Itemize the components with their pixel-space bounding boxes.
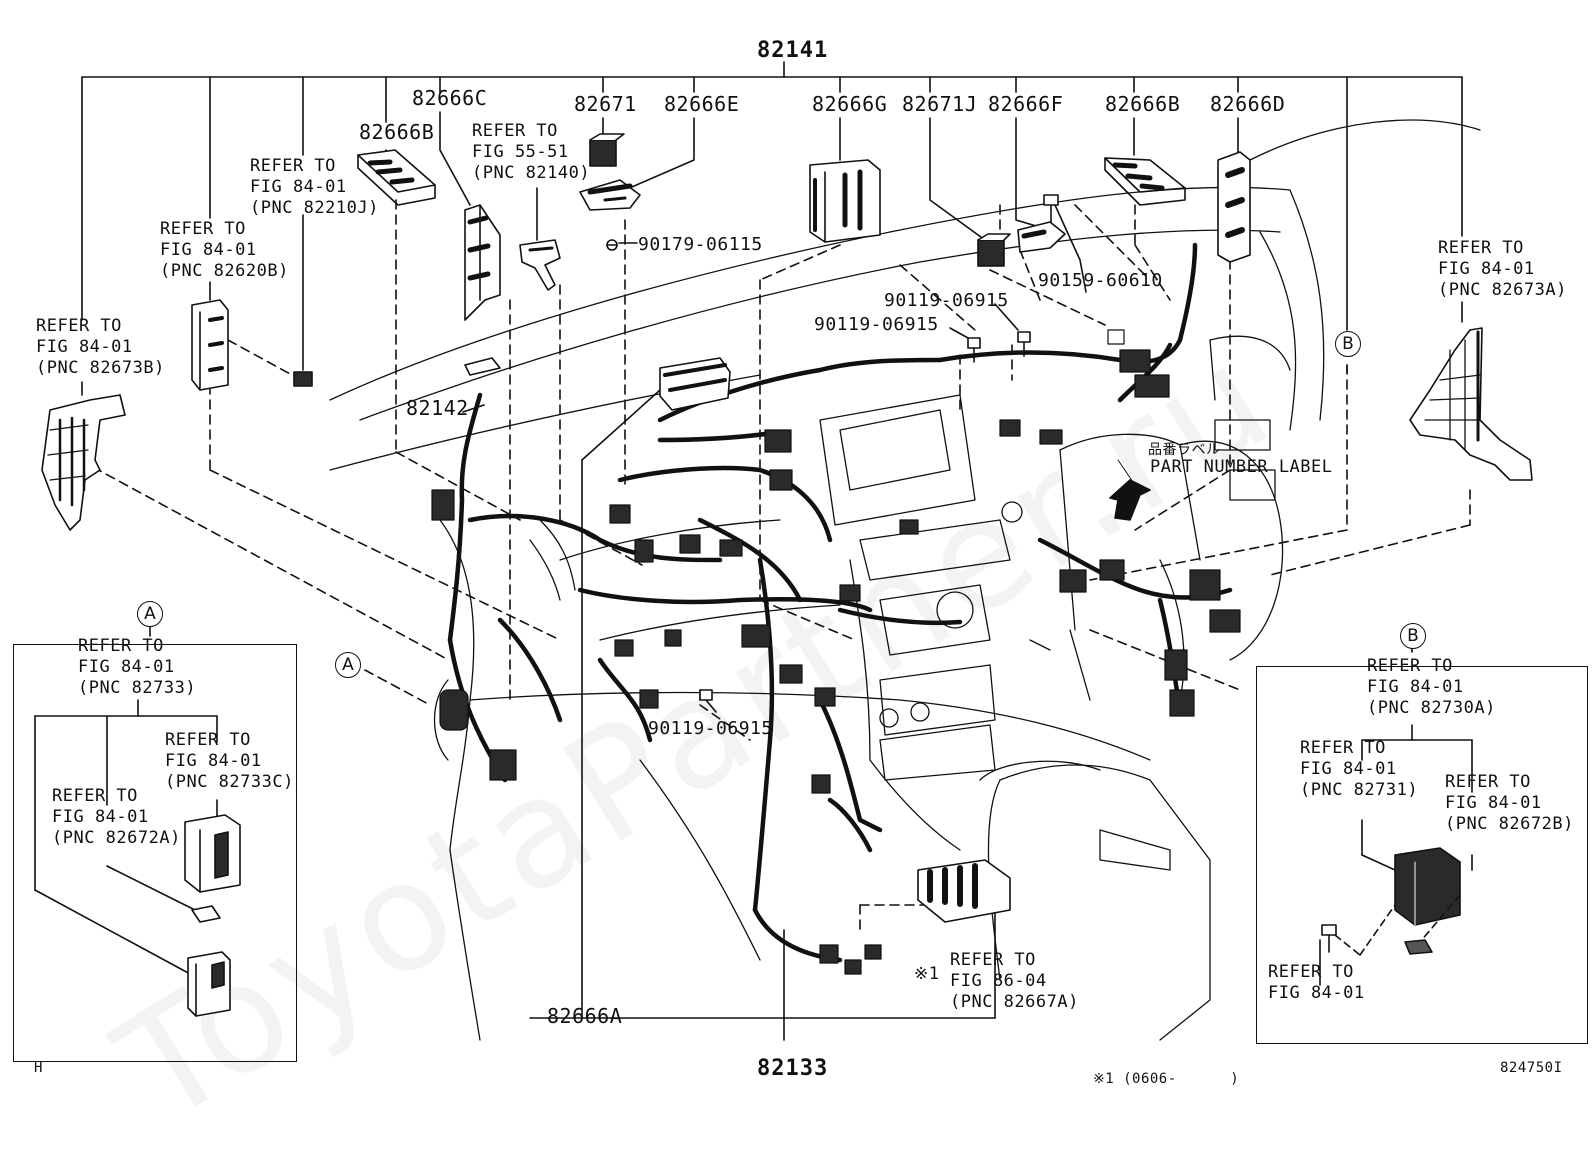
label-90119-06915-a: 90119-06915 xyxy=(884,290,1009,311)
inset-a-module xyxy=(184,814,241,893)
dashboard-outline xyxy=(329,119,1481,1041)
label-82666D: 82666D xyxy=(1210,92,1286,116)
label-82671J: 82671J xyxy=(902,92,978,116)
part-number-label-jp: 品番ラベル xyxy=(1148,442,1221,458)
fastener-90159 xyxy=(1043,194,1059,223)
refer-82620B[interactable]: REFER TO FIG 84-01 (PNC 82620B) xyxy=(160,219,289,281)
refer-82140[interactable]: REFER TO FIG 55-51 (PNC 82140) xyxy=(472,121,591,183)
part-82671J xyxy=(977,233,1011,267)
refer-82731[interactable]: REFER TO FIG 84-01 (PNC 82731) xyxy=(1300,738,1419,800)
part-82140-bracket xyxy=(519,239,561,291)
inset-b-clip xyxy=(1404,939,1433,955)
label-82142: 82142 xyxy=(406,396,469,420)
part-number-arrow xyxy=(1109,459,1151,521)
refer-82733C[interactable]: REFER TO FIG 84-01 (PNC 82733C) xyxy=(165,730,294,792)
refer-82730A[interactable]: REFER TO FIG 84-01 (PNC 82730A) xyxy=(1367,656,1496,718)
inset-a-ecu xyxy=(187,951,231,1017)
corner-left-code: H xyxy=(34,1060,43,1076)
part-82673B xyxy=(41,394,126,531)
label-82666C: 82666C xyxy=(412,86,488,110)
label-82666B-left: 82666B xyxy=(359,120,435,144)
part-82666E xyxy=(579,179,641,211)
part-82667A-relay xyxy=(917,859,1011,923)
part-82666B-left xyxy=(357,149,436,206)
part-82142-holder xyxy=(464,357,501,376)
label-90179-06115: 90179-06115 xyxy=(638,234,763,255)
label-82671: 82671 xyxy=(574,92,637,116)
label-90159-60610: 90159-60610 xyxy=(1038,270,1163,291)
part-82666C xyxy=(464,204,501,321)
inset-b-box xyxy=(1256,666,1588,1044)
note-bottom: ※1 (0606- ) xyxy=(1093,1071,1240,1087)
marker-b-main: B xyxy=(1335,331,1361,357)
diagram-drawing xyxy=(34,61,1533,1041)
label-82666B-right: 82666B xyxy=(1105,92,1181,116)
label-82666F: 82666F xyxy=(988,92,1064,116)
refer-82673B[interactable]: REFER TO FIG 84-01 (PNC 82673B) xyxy=(36,316,165,378)
dashed-lines xyxy=(79,199,1471,936)
label-82666E: 82666E xyxy=(664,92,740,116)
wire-harness xyxy=(447,242,1233,963)
refer-82733[interactable]: REFER TO FIG 84-01 (PNC 82733) xyxy=(78,636,197,698)
inset-b-marker: B xyxy=(1400,623,1426,649)
refer-fig-84-01[interactable]: REFER TO FIG 84-01 xyxy=(1268,962,1365,1003)
inset-b-dashed xyxy=(1334,894,1461,956)
note-mark: ※1 xyxy=(914,964,940,984)
part-82666D xyxy=(1217,151,1251,263)
label-82133: 82133 xyxy=(757,1056,829,1081)
label-90119-06915-c: 90119-06915 xyxy=(648,718,773,739)
part-82673A xyxy=(1409,327,1533,481)
marker-a-main: A xyxy=(335,652,361,678)
inset-a-lines xyxy=(34,611,218,976)
inset-a-marker: A xyxy=(137,601,163,627)
part-82666F xyxy=(1017,221,1066,253)
label-82666A: 82666A xyxy=(547,1004,623,1028)
part-82671 xyxy=(589,133,625,167)
refer-82672A[interactable]: REFER TO FIG 84-01 (PNC 82672A) xyxy=(52,786,181,848)
parts-diagram: ToyotaPartner.ru xyxy=(13,38,1588,1158)
refer-82672B[interactable]: REFER TO FIG 84-01 (PNC 82672B) xyxy=(1445,772,1574,834)
part-82210J xyxy=(293,371,313,387)
label-90119-06915-b: 90119-06915 xyxy=(814,314,939,335)
inset-a-box xyxy=(13,644,297,1062)
part-number-label-en: PART NUMBER LABEL xyxy=(1150,457,1333,477)
leader-lines xyxy=(81,111,1463,1041)
refer-82673A[interactable]: REFER TO FIG 84-01 (PNC 82673A) xyxy=(1438,238,1567,300)
harness-connectors xyxy=(431,329,1241,975)
part-82666B-right xyxy=(1104,157,1186,206)
inset-b-module xyxy=(1394,847,1461,926)
part-center-holder xyxy=(659,357,731,411)
part-82666G xyxy=(809,159,881,243)
label-82666G: 82666G xyxy=(812,92,888,116)
refer-82667A[interactable]: REFER TO FIG 86-04 (PNC 82667A) xyxy=(950,950,1079,1012)
fasteners-90119 xyxy=(699,331,1031,713)
inset-b-lines xyxy=(1319,639,1473,986)
refer-82210J[interactable]: REFER TO FIG 84-01 (PNC 82210J) xyxy=(250,156,379,218)
inset-a-clip xyxy=(191,905,221,923)
label-82141: 82141 xyxy=(757,38,829,63)
fastener-90179 xyxy=(606,239,618,251)
inset-b-bolt xyxy=(1321,924,1337,953)
corner-right-code: 824750I xyxy=(1500,1060,1563,1076)
top-bracket-lines xyxy=(81,61,1463,331)
part-82620B xyxy=(191,299,229,391)
